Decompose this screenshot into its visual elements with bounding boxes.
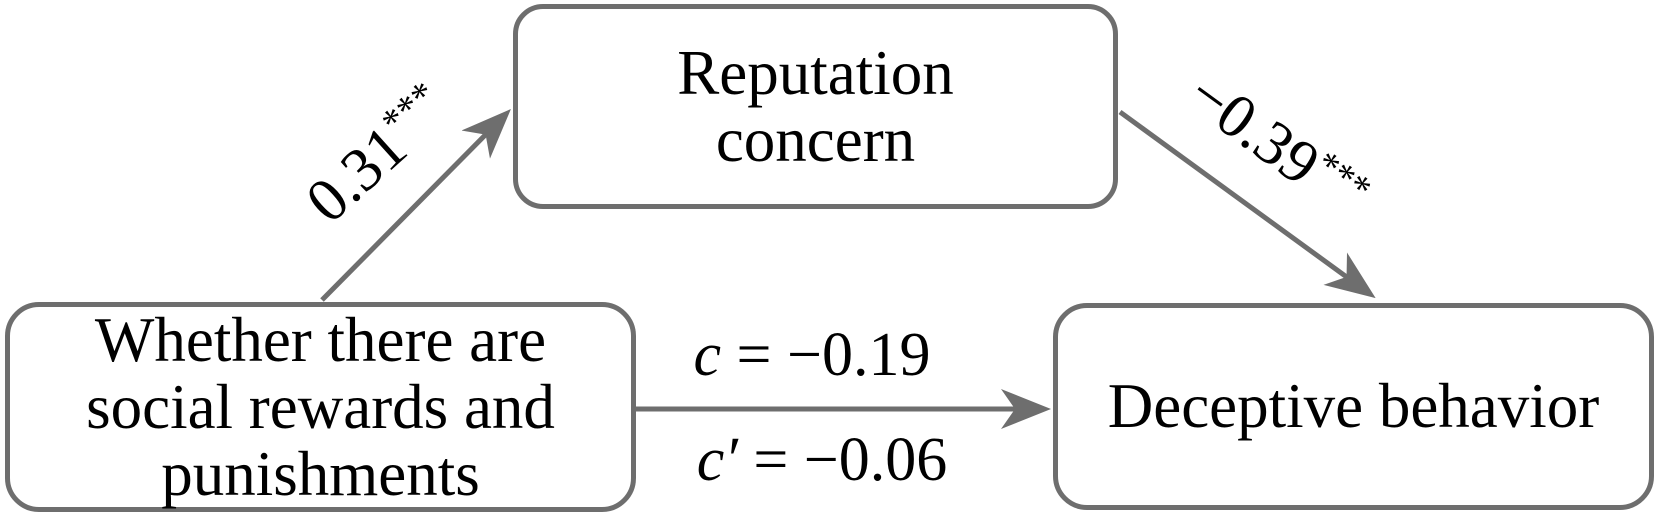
path-b-arrow [1118, 109, 1376, 299]
predictor-label-line2: social rewards and [86, 371, 555, 442]
path-a-arrow [320, 109, 511, 302]
direct-effect-value: = −0.06 [737, 426, 948, 494]
outcome-box: Deceptive behavior [1053, 303, 1654, 510]
total-effect-value: = −0.19 [721, 321, 931, 389]
direct-effect-label: c′ = −0.06 [697, 429, 948, 491]
total-effect-variable: c [693, 321, 722, 389]
predictor-label-line1: Whether there are [94, 304, 547, 375]
mediator-label-line2: concern [715, 104, 916, 175]
outcome-label: Deceptive behavior [1107, 371, 1600, 441]
predictor-box: Whether there are social rewards and pun… [5, 302, 636, 512]
mediator-label-line1: Reputation [677, 37, 954, 108]
direct-effect-variable: c′ [696, 426, 738, 494]
predictor-label-line3: punishments [161, 438, 480, 509]
total-effect-label: c = −0.19 [694, 324, 931, 386]
mediator-box: Reputation concern [513, 4, 1118, 209]
